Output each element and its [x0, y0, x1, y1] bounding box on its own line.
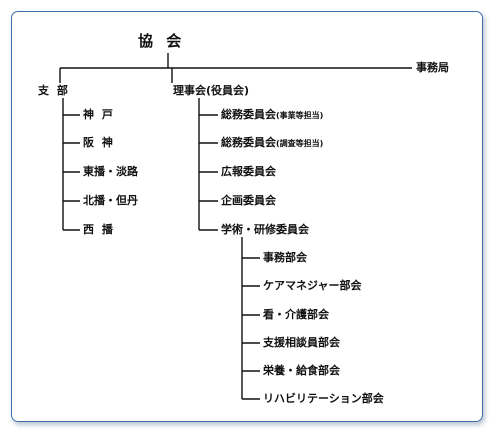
branch-item: 北播・但丹 — [83, 194, 138, 207]
subcommittee-item: 事務部会 — [263, 251, 307, 264]
subcommittee-item: 栄養・給食部会 — [263, 364, 340, 377]
branch-item: 西 播 — [83, 223, 115, 236]
node-secretariat: 事務局 — [416, 61, 449, 74]
committee-note: (調査等担当) — [276, 139, 324, 148]
committee-label: 総務委員会 — [221, 108, 276, 121]
committee-item-general-1: 総務委員会(事業等担当) — [221, 108, 323, 123]
committee-item-planning: 企画委員会 — [221, 194, 276, 207]
diagram-frame — [11, 11, 483, 422]
committee-item-training: 学術・研修委員会 — [221, 223, 309, 236]
committee-note: (事業等担当) — [276, 111, 324, 120]
branch-item: 阪 神 — [83, 136, 115, 149]
branch-item: 東播・淡路 — [83, 165, 138, 178]
node-board: 理事会(役員会) — [173, 84, 250, 97]
node-branches: 支 部 — [38, 84, 70, 97]
subcommittee-item: ケアマネジャー部会 — [263, 279, 362, 292]
branch-item: 神 戸 — [83, 108, 115, 121]
subcommittee-item: 支援相談員部会 — [263, 336, 340, 349]
committee-label: 総務委員会 — [221, 136, 276, 149]
committee-item-general-2: 総務委員会(調査等担当) — [221, 136, 323, 151]
subcommittee-item: リハビリテーション部会 — [263, 392, 384, 405]
node-association: 協 会 — [138, 32, 186, 50]
subcommittee-item: 看・介護部会 — [263, 308, 329, 321]
committee-item-pr: 広報委員会 — [221, 165, 276, 178]
